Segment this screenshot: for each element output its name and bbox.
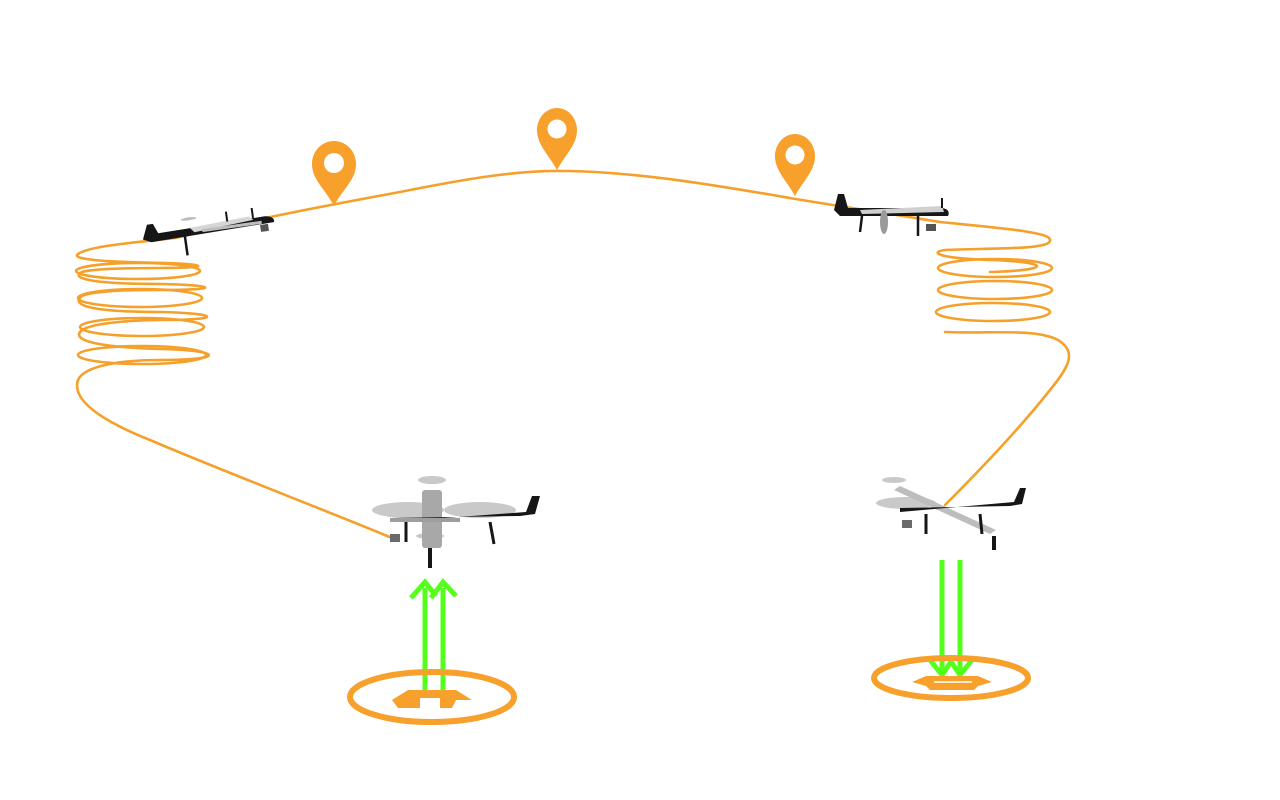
- vtol-aircraft-icon: [876, 477, 1026, 550]
- landing-pad-icon: [871, 655, 1031, 701]
- pad-marking: [912, 676, 992, 690]
- cruise-path: [173, 169, 1052, 242]
- fixed-wing-aircraft-icon: [142, 207, 275, 256]
- landing-pad-icon: [347, 669, 517, 725]
- waypoint-marker-icon: [775, 134, 815, 196]
- flight-path: [74, 169, 1071, 540]
- pad-marking: [392, 690, 472, 708]
- right-loiter-spiral: [934, 238, 1071, 507]
- left-loiter-spiral: [74, 236, 211, 366]
- vtol-aircraft-icon: [372, 476, 540, 568]
- waypoint-marker-icon: [537, 108, 577, 170]
- waypoints: [312, 108, 815, 206]
- down-arrow-icon: [928, 560, 974, 680]
- up-arrow-icon: [409, 578, 458, 696]
- fixed-wing-aircraft-icon: [834, 194, 949, 236]
- waypoint-marker-icon: [312, 141, 356, 206]
- climb-path: [75, 358, 394, 540]
